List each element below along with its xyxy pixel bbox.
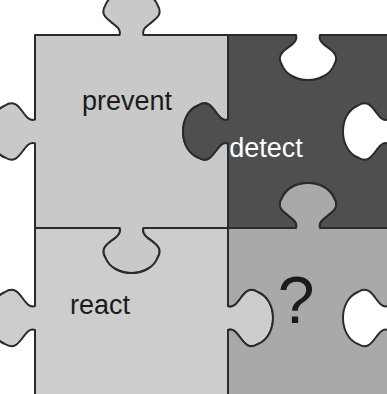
- puzzle-outline: [168, 168, 387, 394]
- piece-label: ?: [278, 267, 315, 333]
- puzzle-piece: react: [35, 228, 228, 394]
- piece-label: react: [70, 292, 130, 319]
- piece-label: prevent: [82, 88, 172, 115]
- puzzle-piece: ?: [228, 228, 387, 394]
- piece-label: detect: [229, 135, 303, 162]
- puzzle-shape: [228, 183, 387, 394]
